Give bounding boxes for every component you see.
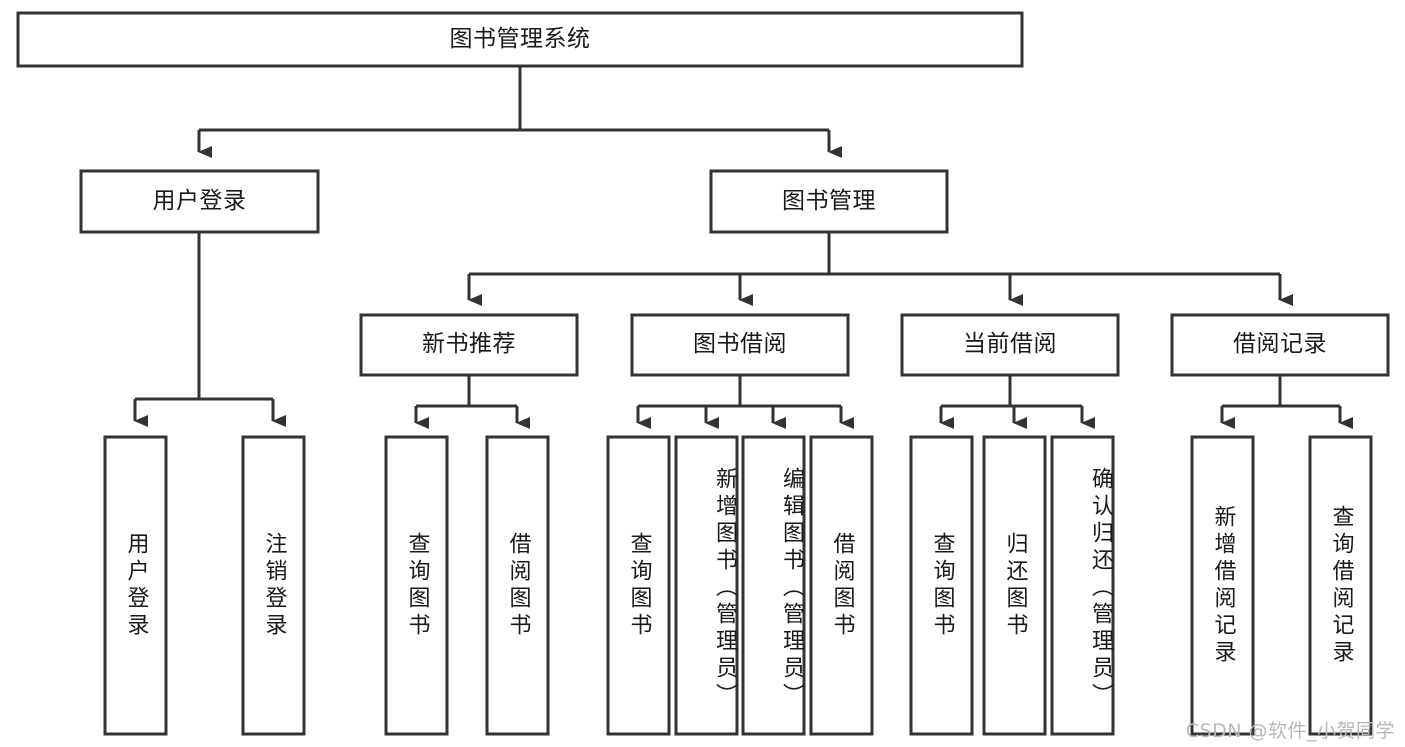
node-box-leaf-user-login <box>103 435 168 736</box>
node-box-leaf-add-borrow-record <box>1190 435 1255 736</box>
node-box-leaf-edit-book-admin <box>741 435 806 736</box>
node-box-leaf-query-book-borrow <box>606 435 671 736</box>
node-box-leaf-return-book <box>982 435 1047 736</box>
boxes-layer <box>16 11 1390 736</box>
node-box-root <box>16 11 1024 68</box>
node-box-leaf-borrow-book <box>809 435 874 736</box>
node-box-leaf-user-logout <box>241 435 306 736</box>
connectors-layer <box>133 66 1353 429</box>
node-box-user-login <box>79 169 320 234</box>
node-box-leaf-query-book-rec <box>384 435 449 736</box>
node-box-leaf-add-book-admin <box>674 435 739 736</box>
node-box-borrow-record <box>1170 313 1390 377</box>
node-box-new-book-recommend <box>359 313 579 377</box>
node-box-current-borrow <box>900 313 1120 377</box>
node-box-book-manage <box>709 169 949 234</box>
node-box-leaf-query-book-current <box>909 435 974 736</box>
node-box-book-borrow <box>630 313 850 377</box>
node-box-leaf-query-borrow-record <box>1308 435 1373 736</box>
node-box-leaf-confirm-return-admin <box>1050 435 1115 736</box>
node-box-leaf-borrow-book-rec <box>485 435 550 736</box>
